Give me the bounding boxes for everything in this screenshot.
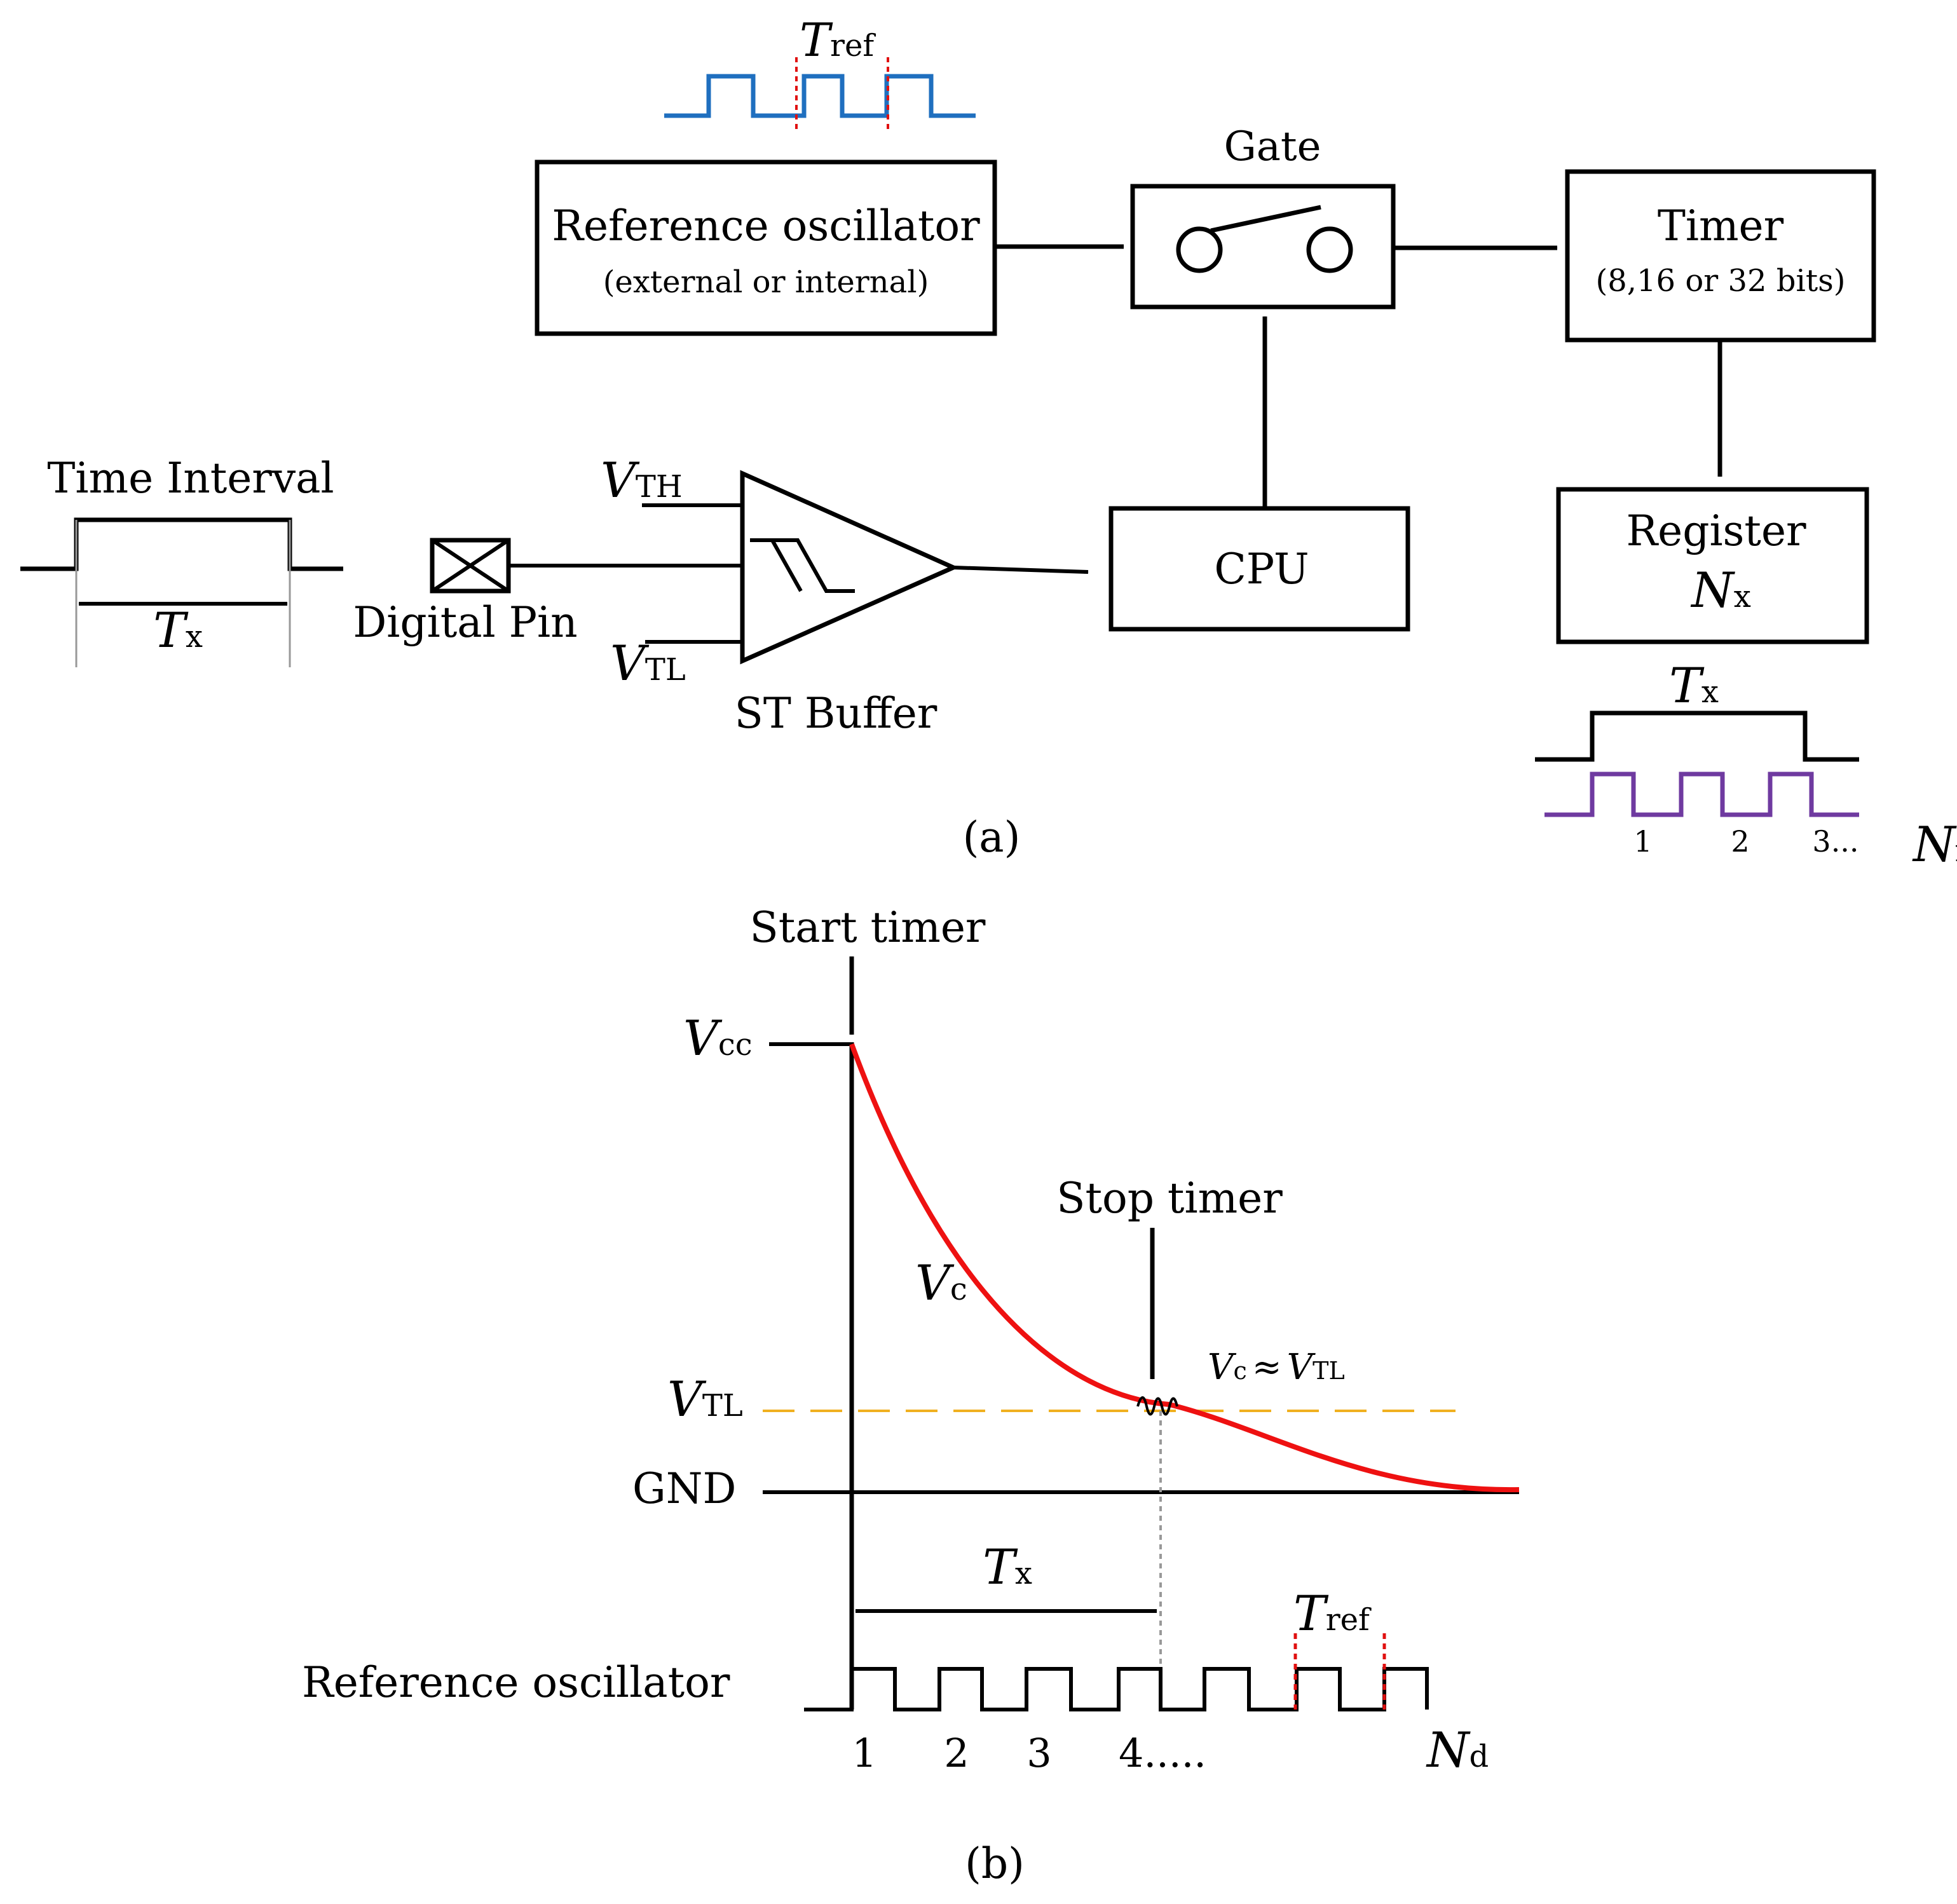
register-box bbox=[1556, 487, 1869, 644]
nd-label: Nd bbox=[1426, 1722, 1489, 1778]
approx-label: Vc≈VTL bbox=[1208, 1347, 1345, 1388]
time-interval-block: Time Interval Tx bbox=[20, 454, 343, 667]
vcc-label: Vcc bbox=[683, 1010, 753, 1066]
tick-label-3: 3 bbox=[1026, 1730, 1051, 1776]
cpu-block: CPU bbox=[1108, 506, 1410, 632]
panel-b: Start timer Vcc GND VTL Vc Stop timer Vc… bbox=[302, 903, 1520, 1888]
count-tick-3: 3... bbox=[1812, 824, 1858, 859]
ref-oscillator-box bbox=[535, 160, 997, 336]
count-tick-2: 2 bbox=[1731, 824, 1749, 859]
ref-wave-trace bbox=[664, 74, 976, 118]
timer-title: Timer bbox=[1658, 201, 1784, 250]
caption-a: (a) bbox=[963, 813, 1021, 862]
ref-waveform-a: Tref bbox=[664, 13, 976, 130]
tref-label-b: Tref bbox=[1293, 1585, 1372, 1642]
tx-label-a: Tx bbox=[153, 602, 203, 658]
switch-icon bbox=[1176, 205, 1353, 273]
start-timer-label: Start timer bbox=[750, 903, 986, 952]
tref-label-a: Tref bbox=[800, 13, 876, 67]
nx-label: Nx bbox=[1912, 816, 1957, 873]
ref-osc-wave-b bbox=[804, 1667, 1429, 1711]
vth-label: VTH bbox=[601, 452, 683, 508]
buffer-triangle bbox=[740, 470, 959, 665]
vtl-label-a: VTL bbox=[610, 635, 686, 691]
count-pulse-trace bbox=[1544, 772, 1859, 817]
tick-label-2: 2 bbox=[944, 1730, 969, 1776]
vc-label: Vc bbox=[915, 1255, 967, 1311]
ref-oscillator-title: Reference oscillator bbox=[552, 201, 980, 250]
panel-a: Tref Reference oscillator (external or i… bbox=[20, 13, 1957, 873]
time-interval-pulse bbox=[20, 517, 343, 571]
register-block: Register Nx bbox=[1556, 487, 1869, 644]
gate-label: Gate bbox=[1224, 123, 1321, 170]
arrow-buffer-to-cpu bbox=[953, 566, 1089, 574]
tx-window-pulse bbox=[1535, 711, 1859, 762]
noise-ripple-icon bbox=[1136, 1396, 1178, 1416]
caption-b: (b) bbox=[965, 1839, 1025, 1888]
register-var: Nx bbox=[1690, 562, 1751, 618]
tick-label-4: 4..... bbox=[1119, 1730, 1206, 1776]
digital-pin-icon bbox=[430, 538, 511, 594]
ref-osc-label-b: Reference oscillator bbox=[302, 1658, 730, 1707]
st-buffer: VTH VTL ST Buffer bbox=[601, 452, 959, 738]
gate-box bbox=[1130, 184, 1396, 309]
stop-timer-label: Stop timer bbox=[1056, 1174, 1283, 1223]
ref-oscillator-block: Reference oscillator (external or intern… bbox=[535, 160, 997, 336]
gnd-label: GND bbox=[632, 1464, 736, 1513]
vtl-label-b: VTL bbox=[667, 1371, 743, 1427]
cpu-box bbox=[1108, 506, 1410, 632]
digital-pin-label: Digital Pin bbox=[353, 598, 577, 647]
gate-block: Gate bbox=[1130, 123, 1396, 309]
count-waveforms: Tx 1 2 3... Nx bbox=[1535, 657, 1957, 873]
ref-oscillator-subtitle: (external or internal) bbox=[603, 264, 929, 300]
tick-label-1: 1 bbox=[852, 1730, 876, 1776]
timer-box bbox=[1565, 169, 1876, 343]
count-tick-1: 1 bbox=[1633, 824, 1652, 859]
tx-label-b: Tx bbox=[983, 1539, 1032, 1595]
timer-block: Timer (8,16 or 32 bits) bbox=[1565, 169, 1876, 343]
digital-pin: Digital Pin bbox=[353, 538, 578, 647]
schmitt-trigger-icon bbox=[750, 538, 855, 593]
register-title: Register bbox=[1626, 507, 1806, 555]
vc-decay-curve bbox=[849, 1043, 1520, 1493]
timer-subtitle: (8,16 or 32 bits) bbox=[1595, 263, 1845, 299]
tx-label-count: Tx bbox=[1669, 657, 1719, 714]
st-buffer-label: ST Buffer bbox=[735, 689, 938, 738]
time-interval-label: Time Interval bbox=[47, 454, 334, 503]
cpu-label: CPU bbox=[1214, 545, 1309, 594]
